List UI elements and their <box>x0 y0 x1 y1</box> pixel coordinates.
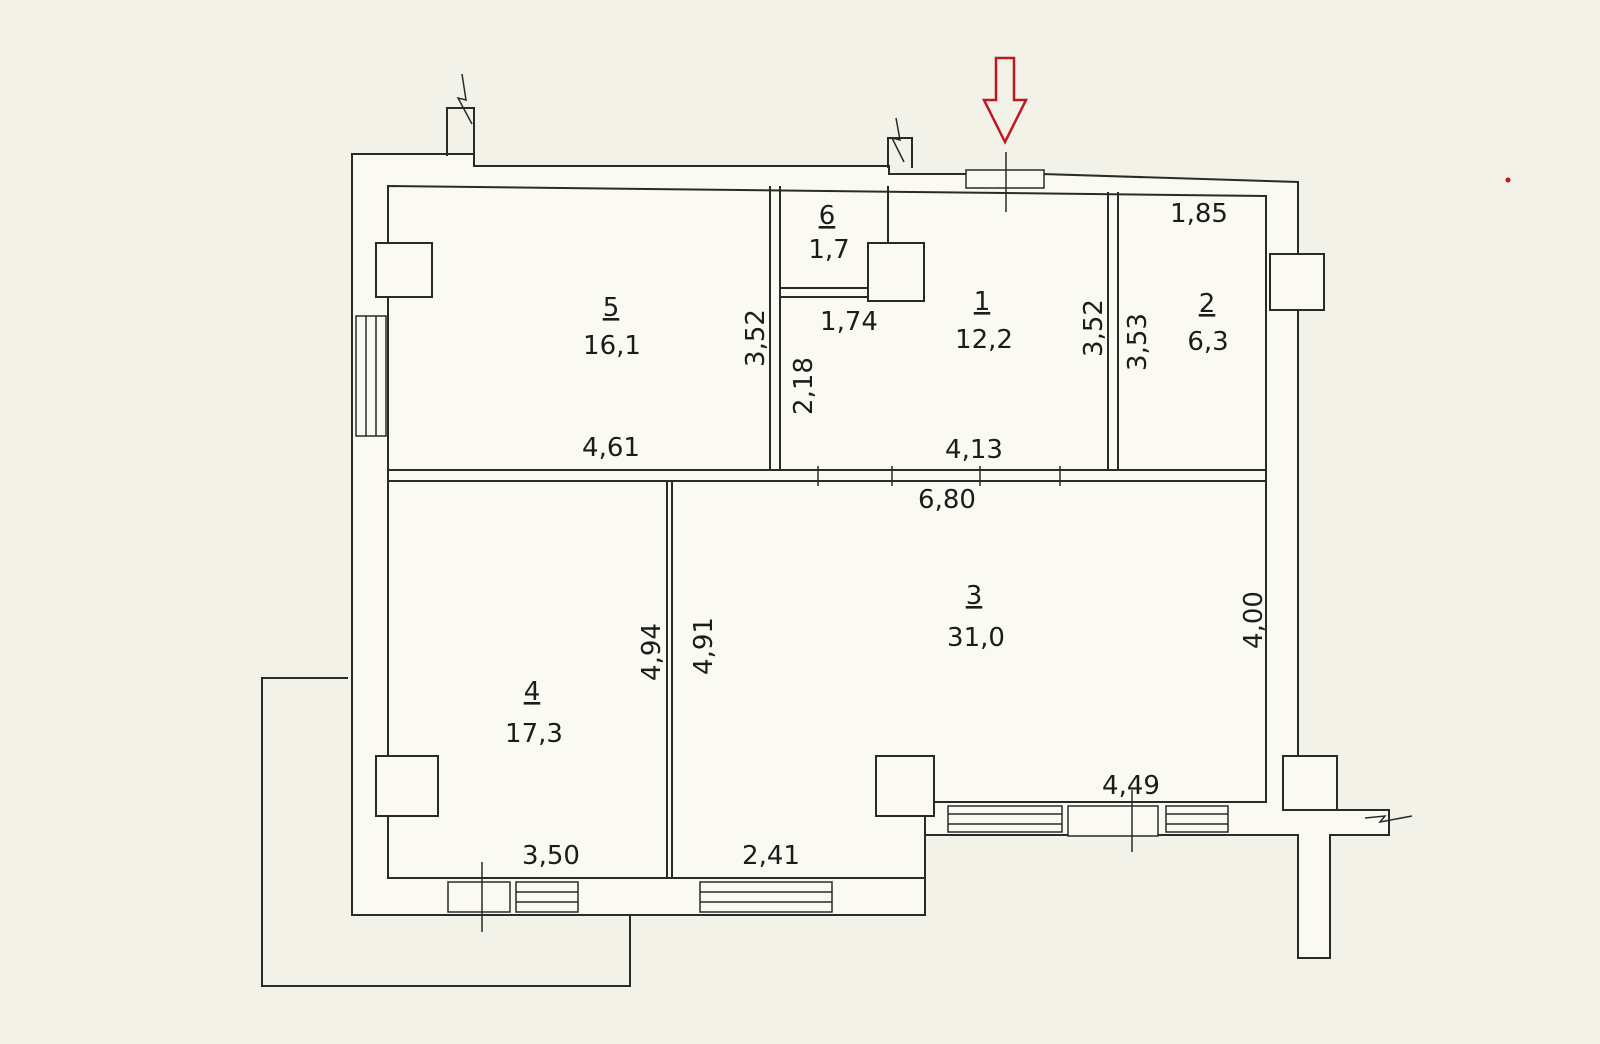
dimension-label: 4,91 <box>689 617 719 675</box>
room-2-number: 2 <box>1199 289 1216 319</box>
dimension-label: 2,18 <box>789 357 819 415</box>
dimension-label: 4,00 <box>1239 591 1269 649</box>
dimension-label: 6,80 <box>918 485 976 515</box>
column <box>1282 755 1338 811</box>
room-4-area: 17,3 <box>505 719 563 749</box>
room-4-number: 4 <box>524 677 541 707</box>
corridor-wall <box>387 469 1267 482</box>
top-wall-break-left-mark <box>456 73 473 125</box>
dimension-label: 3,53 <box>1123 313 1153 371</box>
column <box>875 755 935 817</box>
column <box>375 755 439 817</box>
column <box>867 242 925 302</box>
window-top <box>965 169 1045 189</box>
dimension-label: 4,94 <box>637 623 667 681</box>
room-6-number: 6 <box>819 201 836 231</box>
dimension-label: 3,50 <box>522 841 580 871</box>
window-bottom-mid <box>699 881 833 913</box>
dimension-label: 3,52 <box>1079 299 1109 357</box>
right-wall-break-mark <box>1364 815 1413 824</box>
balcony-outline <box>261 677 631 987</box>
column <box>375 242 433 298</box>
dimension-label: 3,52 <box>741 309 771 367</box>
window-bottom-left <box>515 881 579 913</box>
room-6-area: 1,7 <box>808 235 849 265</box>
room-1-area: 12,2 <box>955 325 1013 355</box>
top-wall-break-mid-mark <box>890 117 905 163</box>
column <box>1269 253 1325 311</box>
room-1-number: 1 <box>974 287 991 317</box>
dimension-label: 4,13 <box>945 435 1003 465</box>
dimension-label: 1,85 <box>1170 199 1228 229</box>
window-balcony-door <box>1067 805 1159 837</box>
room-3-number: 3 <box>966 581 983 611</box>
window-left <box>355 315 387 437</box>
dimension-label: 1,74 <box>820 307 878 337</box>
window-bottom-door <box>447 881 511 913</box>
room-5-area: 16,1 <box>583 331 641 361</box>
room-3-area: 31,0 <box>947 623 1005 653</box>
dimension-label: 2,41 <box>742 841 800 871</box>
dimension-label: 4,49 <box>1102 771 1160 801</box>
room-2-area: 6,3 <box>1187 327 1228 357</box>
entrance-arrow-icon <box>981 56 1029 145</box>
top-wall-break-left <box>446 107 475 156</box>
window-balcony-right <box>1165 805 1229 833</box>
window-balcony-left <box>947 805 1063 833</box>
dimension-label: 4,61 <box>582 433 640 463</box>
red-dot-icon <box>1505 177 1511 183</box>
room-5-number: 5 <box>603 293 620 323</box>
